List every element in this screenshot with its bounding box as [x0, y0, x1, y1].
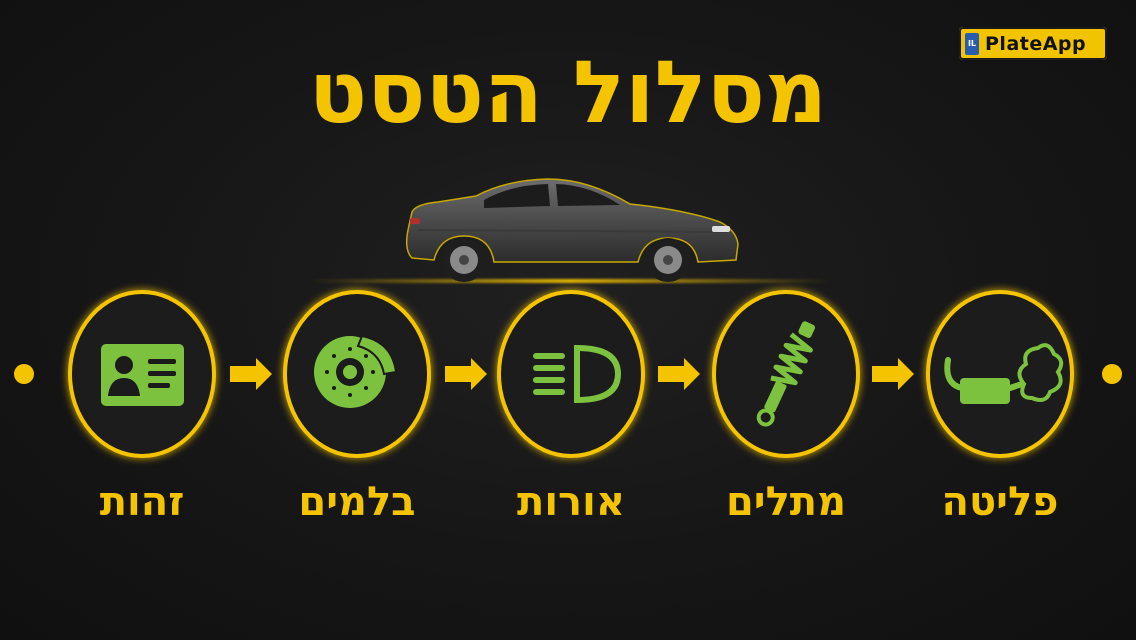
plateapp-logo: IL PlateApp: [959, 27, 1107, 60]
route-start-dot: [14, 364, 34, 384]
car-icon: [405, 178, 739, 282]
page-title: מסלול הטסט: [308, 43, 828, 143]
route-end-dot: [1102, 364, 1122, 384]
arrow-icon: [230, 358, 914, 390]
step-label-brakes: בלמים: [298, 479, 416, 525]
headlight-icon: [533, 344, 622, 404]
logo-text: PlateApp: [985, 32, 1087, 55]
step-circle-lights: [497, 290, 645, 458]
step-label-suspension: מתלים: [725, 479, 847, 525]
step-circle-exhaust: [926, 290, 1074, 458]
step-label-id: זהות: [99, 479, 185, 525]
id-card-icon: [101, 344, 184, 406]
exhaust-icon: [944, 343, 1064, 404]
brake-disc-icon: [314, 334, 398, 408]
car-underglow: [310, 279, 830, 283]
step-label-exhaust: פליטה: [941, 479, 1059, 525]
step-label-lights: אורות: [517, 479, 625, 525]
il-badge-icon: IL: [965, 32, 979, 55]
shock-absorber-icon: [756, 321, 816, 427]
